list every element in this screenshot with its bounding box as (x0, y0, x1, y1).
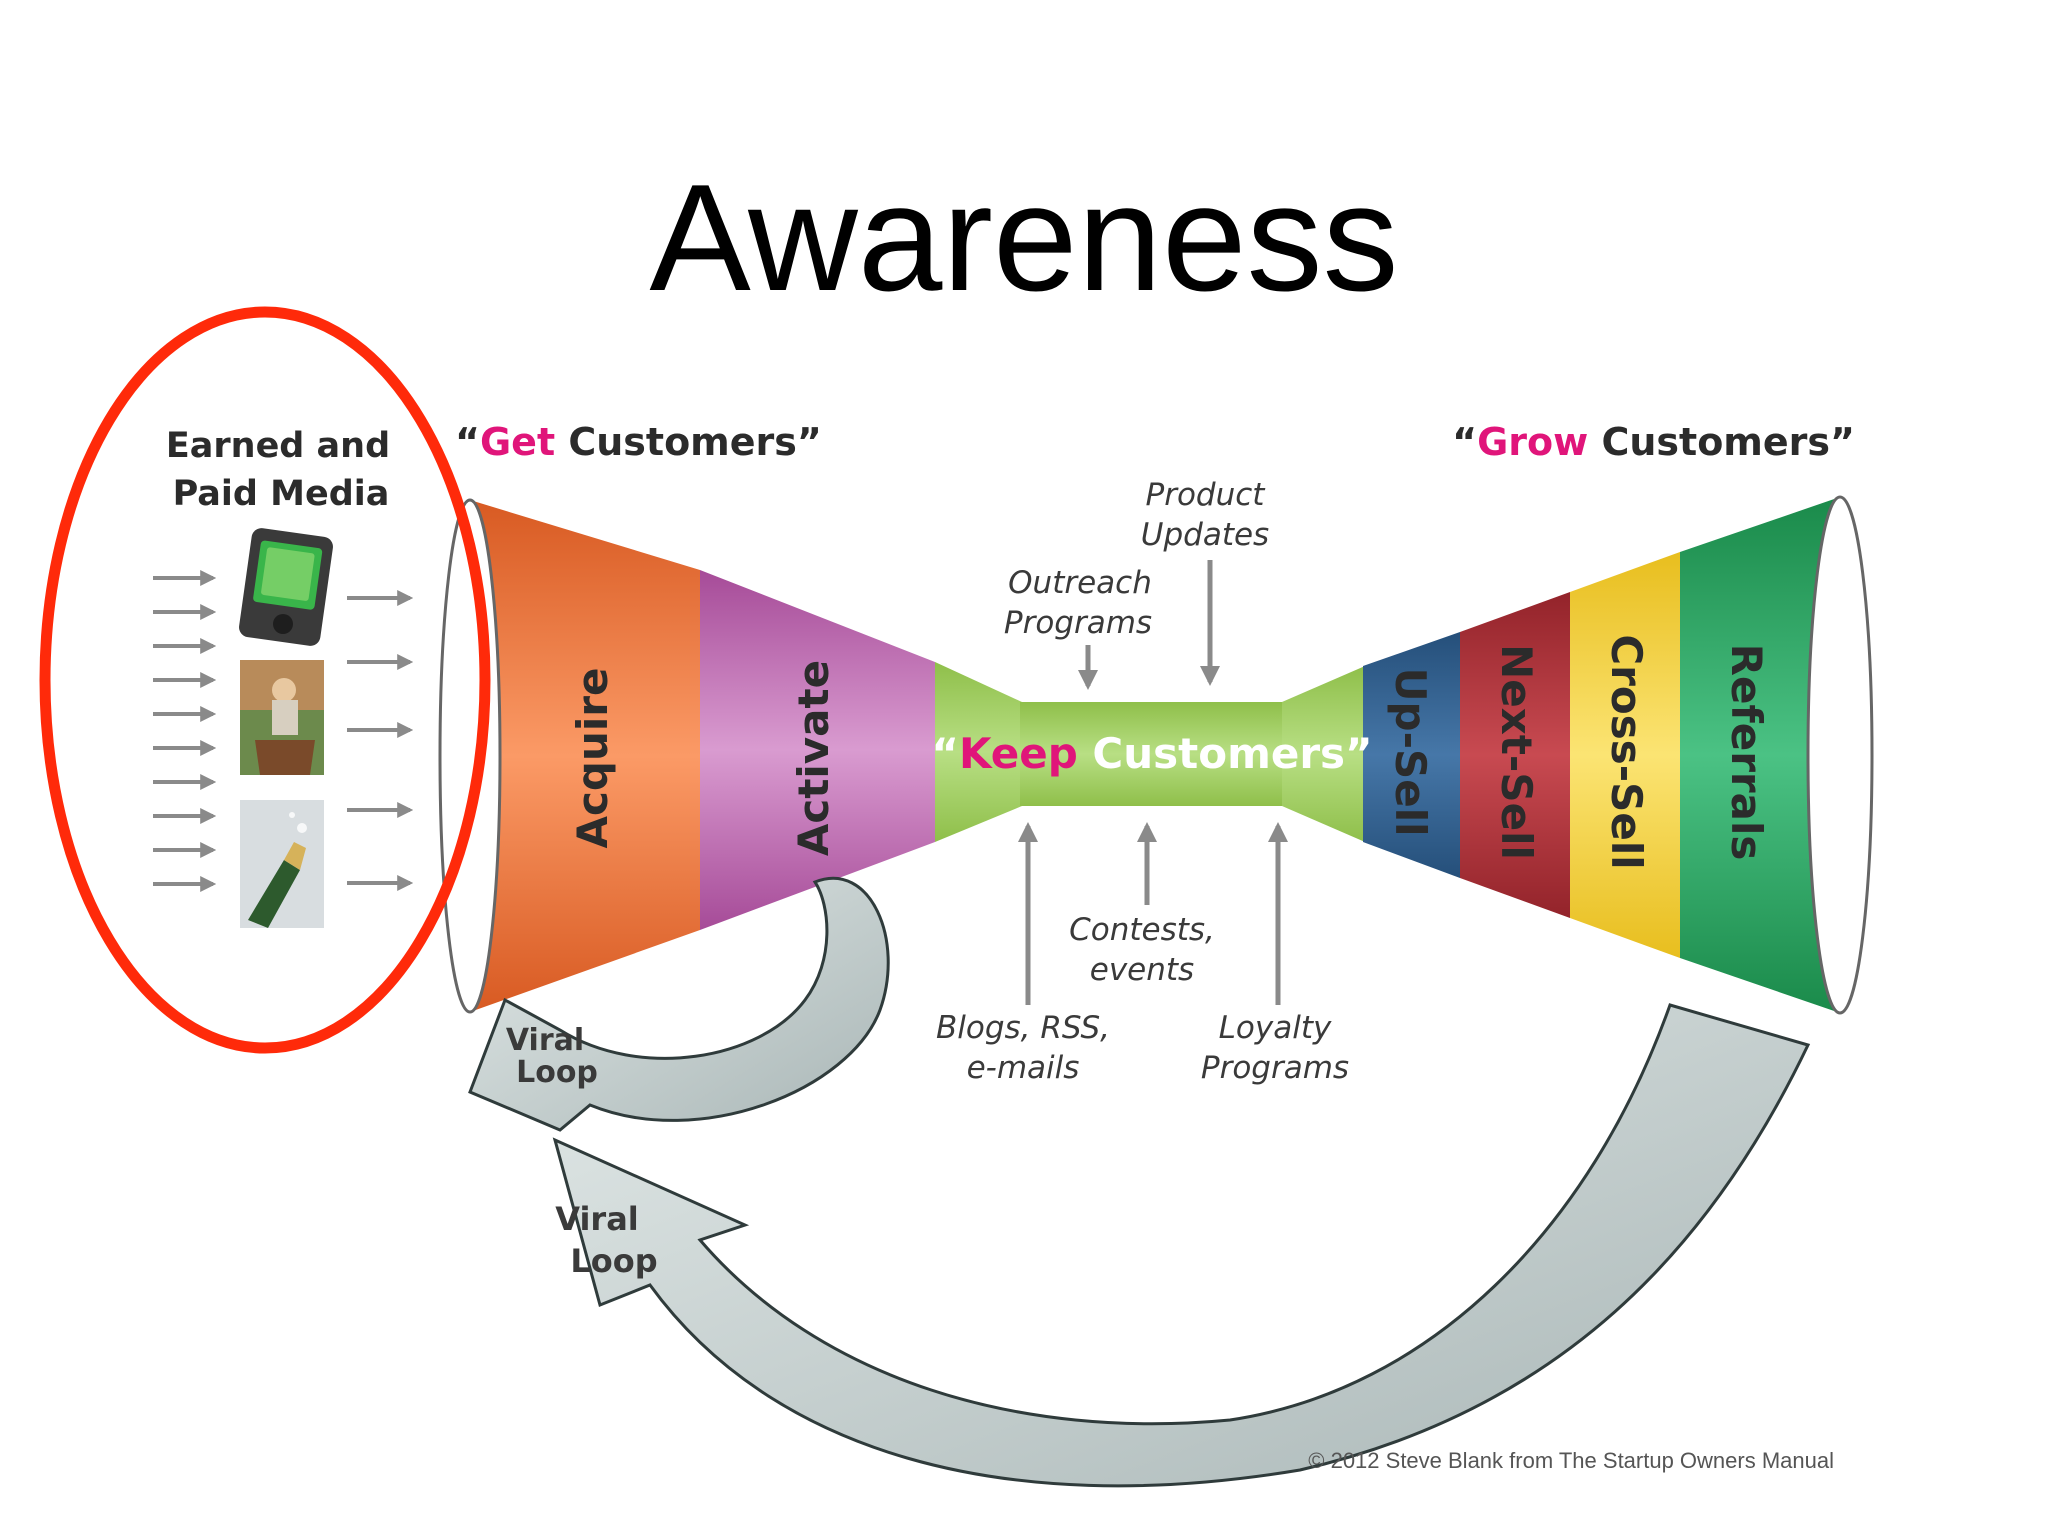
cross-sell-segment (1570, 552, 1680, 958)
loyalty-line1: Loyalty (1219, 1010, 1332, 1046)
media-title-line2: Paid Media (173, 474, 390, 514)
referrals-segment (1680, 497, 1840, 1013)
acquire-segment (470, 500, 700, 1012)
viral-loop-small: Viral Loop (468, 876, 890, 1132)
product-updates-line1: Product (1146, 477, 1267, 513)
outreach-programs-line2: Programs (1004, 605, 1152, 641)
viral-loop-large-line1: Viral (555, 1200, 639, 1238)
right-funnel-mouth (1806, 495, 1874, 1015)
slide-title: Awareness (649, 153, 1398, 323)
viral-loop-small-line2: Loop (516, 1055, 598, 1090)
grow-customers-header: “Grow Customers” (1452, 420, 1855, 464)
viral-loop-large: Viral Loop (552, 1003, 1811, 1488)
next-sell-label: Next-Sell (1492, 644, 1541, 860)
tablet-icon (239, 528, 333, 646)
left-funnel (438, 498, 1022, 1014)
blogs-line1: Blogs, RSS, (936, 1010, 1110, 1046)
highlight-ellipse (39, 306, 491, 1054)
media-title-line1: Earned and (166, 426, 390, 466)
copyright-text: © 2012 Steve Blank from The Startup Owne… (1308, 1448, 1834, 1473)
keep-neck (1020, 702, 1284, 806)
cross-sell-label: Cross-Sell (1602, 634, 1651, 869)
viral-loop-large-arrow (552, 1003, 1811, 1488)
cowboy-photo-icon (240, 660, 324, 775)
outreach-programs-line1: Outreach (1008, 565, 1152, 601)
blogs-line2: e-mails (967, 1050, 1080, 1086)
viral-loop-small-line1: Viral (506, 1023, 584, 1058)
get-customers-header: “Get Customers” (455, 420, 822, 464)
champagne-photo-icon (240, 800, 324, 928)
viral-loop-large-line2: Loop (570, 1242, 657, 1280)
referrals-label: Referrals (1722, 644, 1771, 861)
next-sell-segment (1460, 592, 1570, 918)
left-funnel-mouth (438, 498, 502, 1014)
earned-paid-media: Earned and Paid Media (153, 426, 414, 928)
outgoing-arrows (347, 590, 414, 891)
right-funnel (1363, 495, 1874, 1015)
activate-segment (700, 570, 935, 930)
product-updates-line2: Updates (1141, 517, 1269, 553)
keep-flare-right (1282, 666, 1365, 842)
acquire-label: Acquire (568, 668, 617, 849)
activate-label: Activate (789, 660, 838, 856)
viral-loop-small-arrow (468, 876, 890, 1132)
incoming-arrows (153, 570, 217, 892)
contests-line2: events (1090, 952, 1194, 988)
keep-customers-label: “Keep Customers” (931, 729, 1372, 778)
loyalty-line2: Programs (1201, 1050, 1349, 1086)
up-sell-segment (1363, 632, 1460, 878)
keep-flare-left (935, 662, 1022, 842)
up-sell-label: Up-Sell (1386, 667, 1435, 836)
contests-line1: Contests, (1069, 912, 1215, 948)
